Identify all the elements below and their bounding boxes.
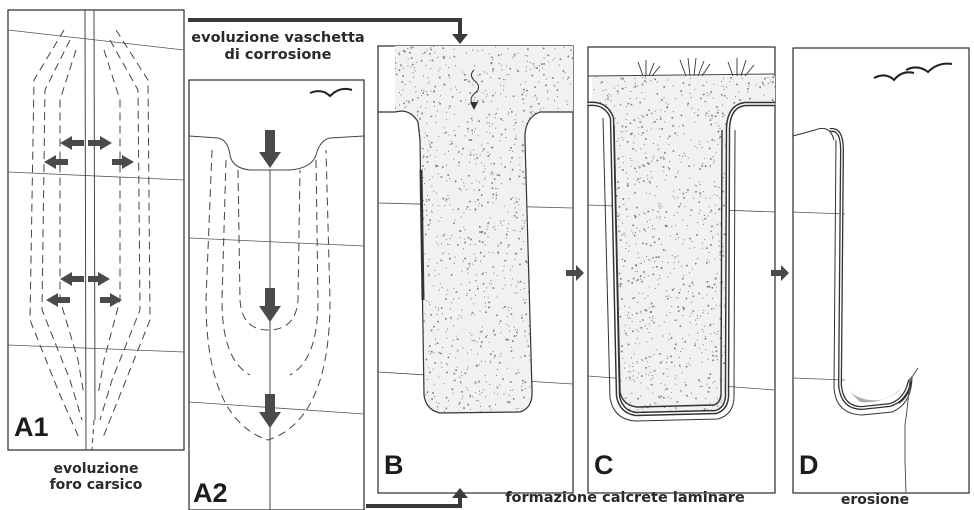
panel-a2 [189,80,364,510]
caption-bottom: formazione calcrete laminare [480,490,770,507]
caption-a2: evoluzione vaschetta di corrosione [188,30,368,63]
panel-label-d: D [799,452,819,479]
caption-d: erosione [820,492,930,508]
panel-label-c: C [594,452,614,479]
caption-a1: evoluzione foro carsico [18,461,174,493]
panel-label-a1: A1 [14,414,49,441]
panel-c [588,47,776,493]
caption-a1-line1: evoluzione [18,461,174,477]
panel-label-b: B [384,452,404,479]
caption-a2-line1: evoluzione vaschetta [188,30,368,47]
panel-a1 [8,10,184,450]
caption-a2-line2: di corrosione [188,47,368,64]
panel-d [793,48,969,493]
panel-label-a2: A2 [193,480,228,507]
caption-a1-line2: foro carsico [18,477,174,493]
panel-b [378,46,574,493]
